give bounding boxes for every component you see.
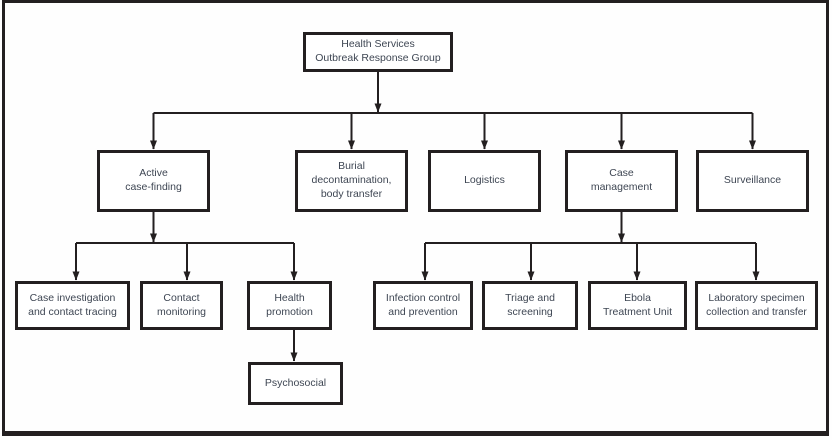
node-case-management: Case management: [565, 150, 678, 212]
node-infection-control-and-prevention: Infection control and prevention: [373, 281, 473, 330]
node-active-case-finding: Active case-finding: [97, 150, 210, 212]
node-surveillance: Surveillance: [696, 150, 809, 212]
node-logistics: Logistics: [428, 150, 541, 212]
node-health-services-outbreak-response-group: Health Services Outbreak Response Group: [303, 32, 453, 72]
node-triage-and-screening: Triage and screening: [482, 281, 578, 330]
node-case-investigation-and-contact-tracing: Case investigation and contact tracing: [15, 281, 130, 330]
node-laboratory-specimen-collection-and-transfer: Laboratory specimen collection and trans…: [695, 281, 818, 330]
node-burial-decontamination-body-transfer: Burial decontamination, body transfer: [295, 150, 408, 212]
node-health-promotion: Health promotion: [247, 281, 332, 330]
node-psychosocial: Psychosocial: [248, 362, 343, 405]
node-contact-monitoring: Contact monitoring: [140, 281, 223, 330]
node-ebola-treatment-unit: Ebola Treatment Unit: [588, 281, 687, 330]
